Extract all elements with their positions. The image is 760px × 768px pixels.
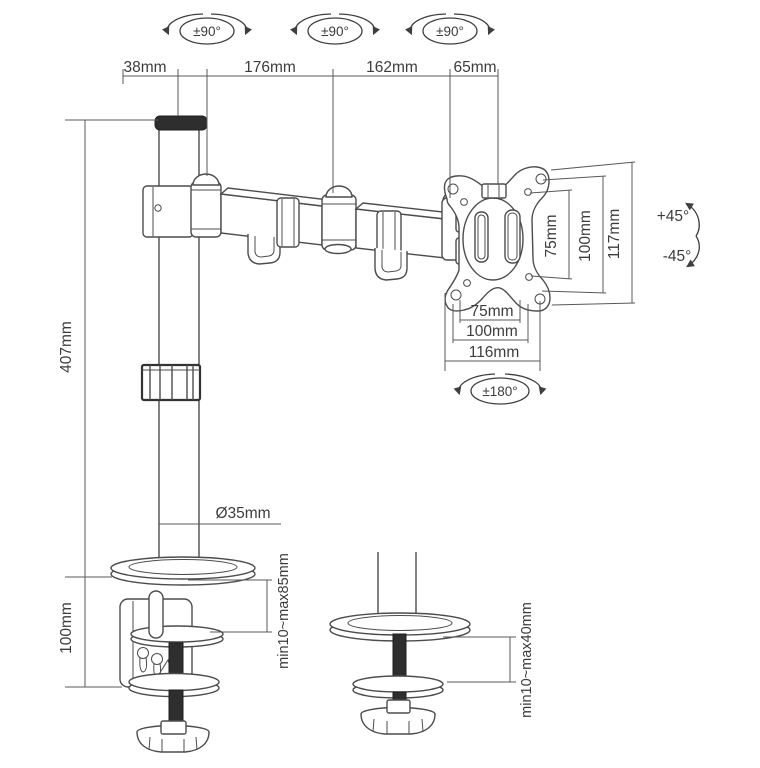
vesa-slot xyxy=(504,209,521,264)
desk-clamp xyxy=(119,590,224,753)
vesa-corner-hole xyxy=(447,183,459,195)
clamp-keyhole-slot xyxy=(137,647,149,659)
vesa-horizontal-dim-label-75: 75mm xyxy=(470,303,513,320)
arm-sleeve xyxy=(276,197,300,248)
vesa-corner-hole xyxy=(450,289,462,301)
cable-clip xyxy=(247,234,281,265)
top-dim-label-162: 162mm xyxy=(366,59,418,76)
clamp-range-dimension: min10~max85mm xyxy=(188,553,292,669)
pole-height-label: 407mm xyxy=(58,321,75,373)
rotation-badge-label-2: ±90° xyxy=(321,24,349,39)
tilt-up-label: +45° xyxy=(657,208,690,225)
vesa-horizontal-dim-label-116: 116mm xyxy=(469,344,520,361)
elbow-joint xyxy=(321,194,357,251)
joint2-dome-nut xyxy=(325,185,353,198)
vesa-plate xyxy=(443,166,551,312)
top-dim-label-65: 65mm xyxy=(453,59,496,76)
vesa-horizontal-dimensions: 75mm 100mm 116mm xyxy=(444,293,541,371)
vesa-corner-hole xyxy=(535,173,547,185)
tilt-down-label: -45° xyxy=(663,248,692,265)
grommet-range-label: min10~max40mm xyxy=(519,602,535,718)
pole-diameter-annotation: Ø35mm xyxy=(159,505,281,525)
desk-base-disc xyxy=(110,556,256,586)
vesa-vertical-dimensions: 75mm 100mm 117mm xyxy=(529,161,636,306)
vesa-slot xyxy=(474,211,489,263)
vesa-rotation-badge-label: ±180° xyxy=(482,384,517,399)
rotation-badge-label-1: ±90° xyxy=(193,24,221,39)
pole-diameter-label: Ø35mm xyxy=(215,505,270,522)
clamp-guide-post xyxy=(148,590,164,639)
vesa-inner-hole xyxy=(463,279,471,287)
height-adjust-collar xyxy=(140,363,202,402)
top-dimension-chain: 38mm 176mm 162mm 65mm xyxy=(122,59,499,198)
rotation-badge-joint2: ±90° xyxy=(290,13,380,45)
vesa-horizontal-dim-label-100: 100mm xyxy=(466,323,518,340)
clamp-height-label: 100mm xyxy=(58,602,75,654)
top-dim-label-176: 176mm xyxy=(244,59,296,76)
arm-end-block xyxy=(142,185,194,238)
pole-top-cap xyxy=(154,115,208,131)
vesa-vertical-dim-label-75: 75mm xyxy=(543,214,560,257)
vesa-inner-hole xyxy=(460,198,468,206)
arm-end-hole xyxy=(154,204,162,212)
vesa-inner-hole xyxy=(524,188,532,196)
rotation-badge-label-3: ±90° xyxy=(436,24,464,39)
clamp-range-label: min10~max85mm xyxy=(276,553,292,669)
tilt-annotation: +45° -45° xyxy=(657,202,700,268)
grommet-range-dimension: min10~max40mm xyxy=(443,602,535,718)
clamp-keyhole-slot xyxy=(151,653,163,665)
rotation-badge-joint1: ±90° xyxy=(162,13,252,45)
vesa-top-nub xyxy=(481,183,507,199)
cable-clip xyxy=(374,248,408,281)
vesa-vertical-dim-label-117: 117mm xyxy=(606,209,623,260)
top-dim-label-38: 38mm xyxy=(123,59,166,76)
vesa-vertical-dim-label-100: 100mm xyxy=(577,210,594,262)
rotation-badge-joint3: ±90° xyxy=(405,13,495,45)
pole-height-dimension: 407mm 100mm xyxy=(58,119,158,688)
vesa-inner-hole xyxy=(525,273,533,281)
grommet-mount xyxy=(329,552,471,735)
vesa-rotation-badge: ±180° xyxy=(453,373,547,405)
